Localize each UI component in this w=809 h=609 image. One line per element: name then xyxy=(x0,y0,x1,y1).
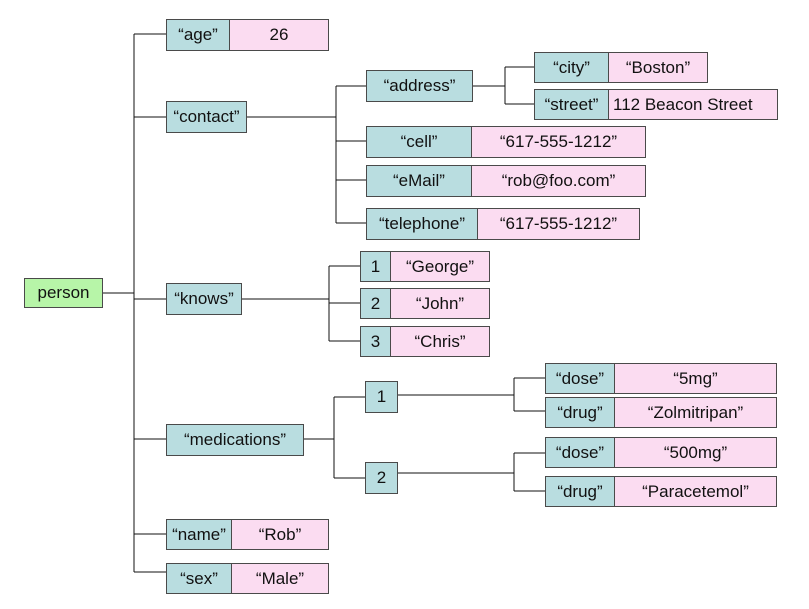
key-sex: “sex” xyxy=(166,563,232,594)
key-drug-2: “drug” xyxy=(545,476,615,507)
value-sex: “Male” xyxy=(231,563,329,594)
key-address: “address” xyxy=(366,70,473,102)
value-email: “rob@foo.com” xyxy=(471,165,646,197)
key-city: “city” xyxy=(534,52,609,83)
key-email: “eMail” xyxy=(366,165,472,197)
value-city: “Boston” xyxy=(608,52,708,83)
value-name: “Rob” xyxy=(231,519,329,550)
knows-value-2: “John” xyxy=(390,288,490,319)
key-dose-1: “dose” xyxy=(545,363,615,394)
value-cell: “617-555-1212” xyxy=(471,126,646,158)
key-street: “street” xyxy=(534,89,609,120)
key-dose-2: “dose” xyxy=(545,437,615,468)
knows-index-3: 3 xyxy=(360,326,391,357)
value-drug-2: “Paracetemol” xyxy=(614,476,777,507)
key-name: “name” xyxy=(166,519,232,550)
value-dose-1: “5mg” xyxy=(614,363,777,394)
root-node-person: person xyxy=(24,278,103,308)
knows-index-2: 2 xyxy=(360,288,391,319)
key-drug-1: “drug” xyxy=(545,397,615,428)
key-knows: “knows” xyxy=(166,283,242,315)
value-age: 26 xyxy=(229,19,329,51)
knows-index-1: 1 xyxy=(360,251,391,282)
key-contact: “contact” xyxy=(166,101,247,133)
key-telephone: “telephone” xyxy=(366,208,478,240)
medications-index-1: 1 xyxy=(365,381,398,413)
key-age: “age” xyxy=(166,19,230,51)
knows-value-3: “Chris” xyxy=(390,326,490,357)
medications-index-2: 2 xyxy=(365,462,398,494)
knows-value-1: “George” xyxy=(390,251,490,282)
key-medications: “medications” xyxy=(166,424,304,456)
key-cell: “cell” xyxy=(366,126,472,158)
value-street: 112 Beacon Street xyxy=(608,89,778,120)
value-drug-1: “Zolmitripan” xyxy=(614,397,777,428)
value-dose-2: “500mg” xyxy=(614,437,777,468)
value-telephone: “617-555-1212” xyxy=(477,208,640,240)
